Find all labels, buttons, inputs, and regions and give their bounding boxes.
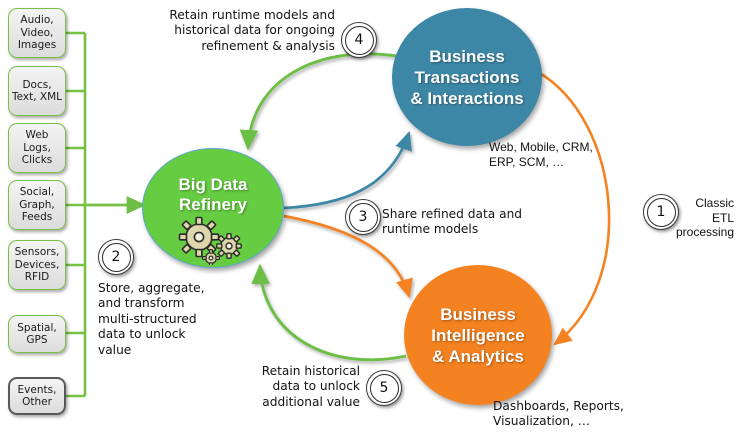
step-note-4: Retain runtime models and historical dat…	[169, 8, 335, 53]
step-badge-number: 2	[101, 242, 131, 272]
step-badge-number: 5	[369, 373, 399, 403]
source-box-label: Audio, Video, Images	[17, 14, 57, 52]
step-badge-number: 3	[348, 202, 378, 232]
arrow-refinery-to-bi	[283, 214, 413, 299]
source-box-sensors-devices-rfid[interactable]: Sensors, Devices, RFID	[8, 240, 66, 290]
arrow-refinery-to-transactions	[283, 130, 412, 210]
source-box-label: Docs, Text, XML	[11, 78, 62, 103]
source-box-label: Spatial, GPS	[17, 321, 57, 346]
step-badge-3[interactable]: 3	[345, 199, 381, 235]
step-note-1: Classic ETL processing	[676, 196, 735, 240]
node-big-data-refinery[interactable]: Big Data Refinery	[142, 148, 284, 268]
source-box-events-other[interactable]: Events, Other	[8, 377, 66, 415]
step-badge-1[interactable]: 1	[643, 194, 679, 230]
source-box-spatial-gps[interactable]: Spatial, GPS	[8, 315, 66, 353]
step-badge-4[interactable]: 4	[341, 22, 377, 58]
step-badge-number: 1	[646, 197, 676, 227]
source-box-label: Social, Graph, Feeds	[19, 186, 55, 224]
caption-transactions-examples: Web, Mobile, CRM, ERP, SCM, …	[489, 140, 593, 169]
source-box-web-logs-clicks[interactable]: Web Logs, Clicks	[8, 123, 66, 173]
node-business-intelligence[interactable]: Business Intelligence & Analytics	[404, 265, 552, 405]
source-box-label: Events, Other	[17, 383, 57, 408]
source-box-docs-text-xml[interactable]: Docs, Text, XML	[8, 66, 66, 116]
source-box-label: Web Logs, Clicks	[21, 129, 53, 167]
gears-icon	[178, 216, 242, 265]
source-box-audio-video-images[interactable]: Audio, Video, Images	[8, 8, 66, 58]
node-business-transactions[interactable]: Business Transactions & Interactions	[392, 8, 542, 146]
step-badge-2[interactable]: 2	[98, 239, 134, 275]
step-note-5: Retain historical data to unlock additio…	[261, 364, 360, 409]
step-note-3: Share refined data and runtime models	[382, 207, 523, 237]
step-badge-5[interactable]: 5	[366, 370, 402, 406]
node-label: Big Data Refinery	[178, 175, 248, 214]
arrow-transactions-to-refinery	[239, 52, 409, 151]
node-label: Business Transactions & Interactions	[410, 46, 524, 108]
step-badge-number: 4	[344, 25, 374, 55]
source-box-label: Sensors, Devices, RFID	[14, 246, 60, 284]
caption-bi-examples: Dashboards, Reports, Visualization, …	[493, 399, 624, 429]
node-label: Business Intelligence & Analytics	[431, 304, 525, 366]
arrow-bi-to-refinery	[251, 263, 407, 362]
step-note-2: Store, aggregate, and transform multi-st…	[98, 281, 205, 357]
source-box-social-graph-feeds[interactable]: Social, Graph, Feeds	[8, 180, 66, 230]
arrow-transactions-to-bi	[537, 70, 611, 346]
